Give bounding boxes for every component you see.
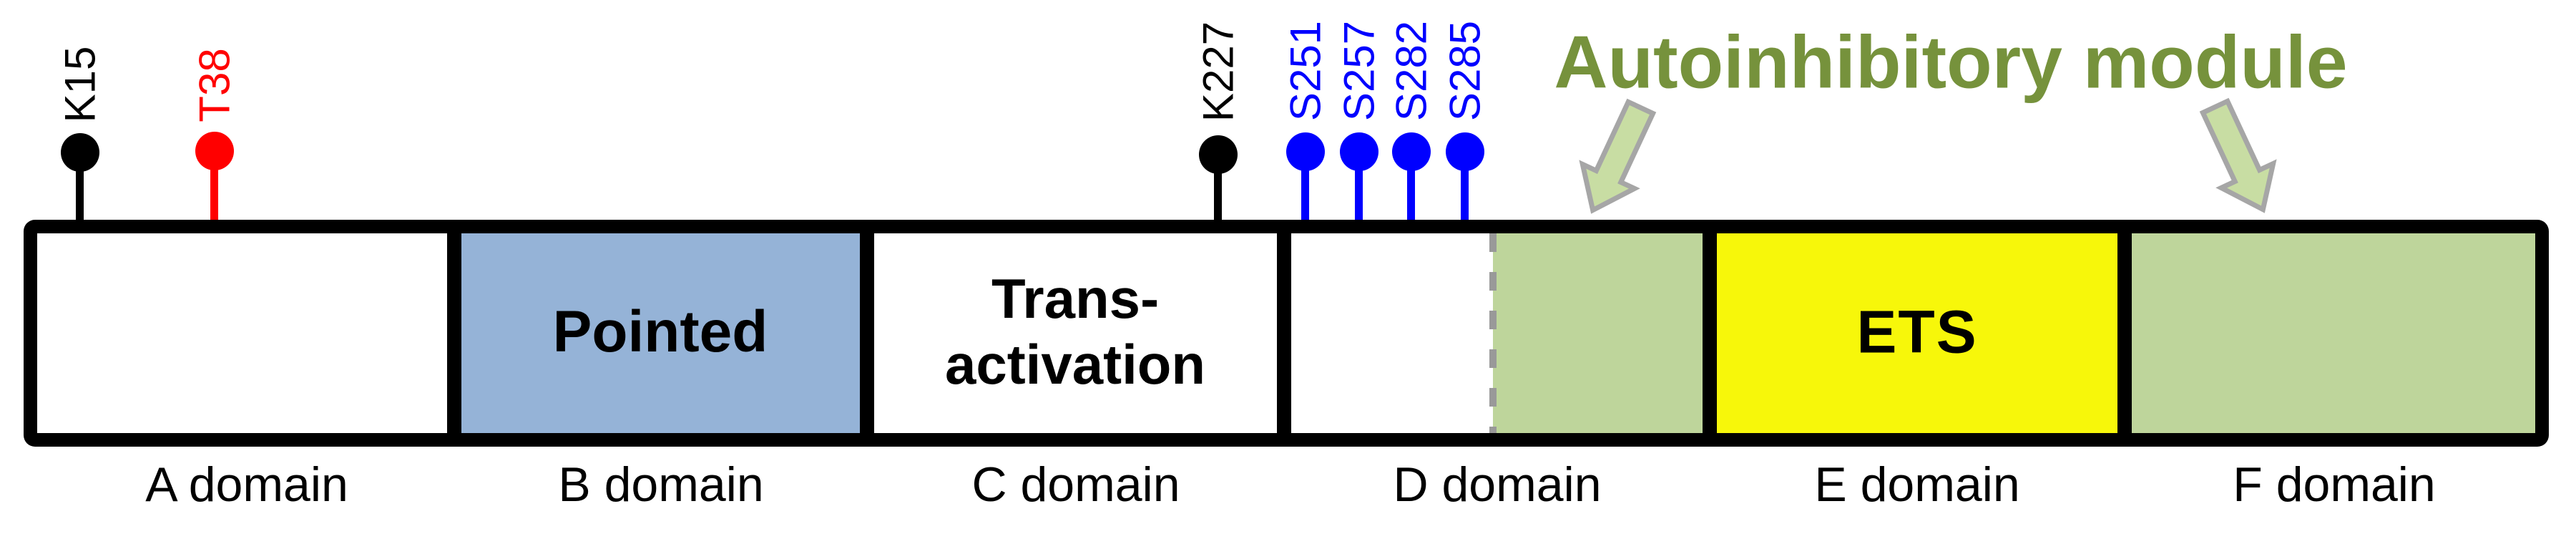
site-label-s257: S257	[1335, 20, 1384, 122]
ets-domain-box	[1717, 233, 2117, 433]
d-domain-dashed-split	[1489, 233, 1497, 433]
d-domain-label: D domain	[1393, 457, 1602, 512]
autoinhibitory-arrow-left-icon	[1579, 98, 1657, 214]
site-dot-s285	[1446, 132, 1484, 171]
site-stem-k15	[76, 152, 84, 220]
site-dot-s282	[1392, 132, 1431, 171]
divider-e-f	[2117, 220, 2132, 447]
transactivation-line2: activation	[944, 333, 1206, 396]
a-domain-label: A domain	[145, 457, 348, 512]
divider-c-d	[1277, 220, 1291, 447]
site-dot-s251	[1286, 132, 1325, 171]
ets-domain-text: ETS	[1856, 298, 1978, 366]
f-domain-label: F domain	[2233, 457, 2436, 512]
site-stem-s251	[1301, 152, 1309, 220]
d-domain-autoinhibitory-box	[1493, 233, 1703, 433]
autoinhibitory-module-label: Autoinhibitory module	[1554, 21, 2348, 105]
site-dot-k227	[1199, 135, 1238, 174]
b-domain-label: B domain	[558, 457, 764, 512]
c-domain-label: C domain	[971, 457, 1180, 512]
divider-b-c	[860, 220, 874, 447]
site-stem-s257	[1355, 152, 1363, 220]
pointed-domain-box	[461, 233, 860, 433]
pointed-domain-text: Pointed	[552, 299, 768, 364]
site-label-t38: T38	[190, 48, 239, 122]
site-label-s282: S282	[1387, 20, 1436, 122]
transactivation-line1: Trans-	[991, 266, 1160, 330]
transactivation-domain-text: Trans- activation	[945, 266, 1205, 397]
site-label-s251: S251	[1281, 20, 1330, 122]
site-label-k15: K15	[56, 46, 104, 123]
site-label-s285: S285	[1441, 20, 1489, 122]
site-dot-s257	[1340, 132, 1378, 171]
site-stem-s282	[1407, 152, 1415, 220]
divider-d-e	[1703, 220, 1717, 447]
autoinhibitory-arrow-right-icon	[2199, 97, 2277, 213]
site-stem-t38	[210, 151, 218, 220]
e-domain-label: E domain	[1814, 457, 2020, 512]
site-dot-t38	[195, 132, 234, 170]
site-label-k227: K227	[1194, 21, 1243, 122]
site-stem-k227	[1214, 155, 1222, 220]
divider-a-b	[447, 220, 461, 447]
site-stem-s285	[1461, 152, 1469, 220]
site-dot-k15	[61, 133, 99, 172]
f-domain-autoinhibitory-box	[2132, 233, 2535, 433]
